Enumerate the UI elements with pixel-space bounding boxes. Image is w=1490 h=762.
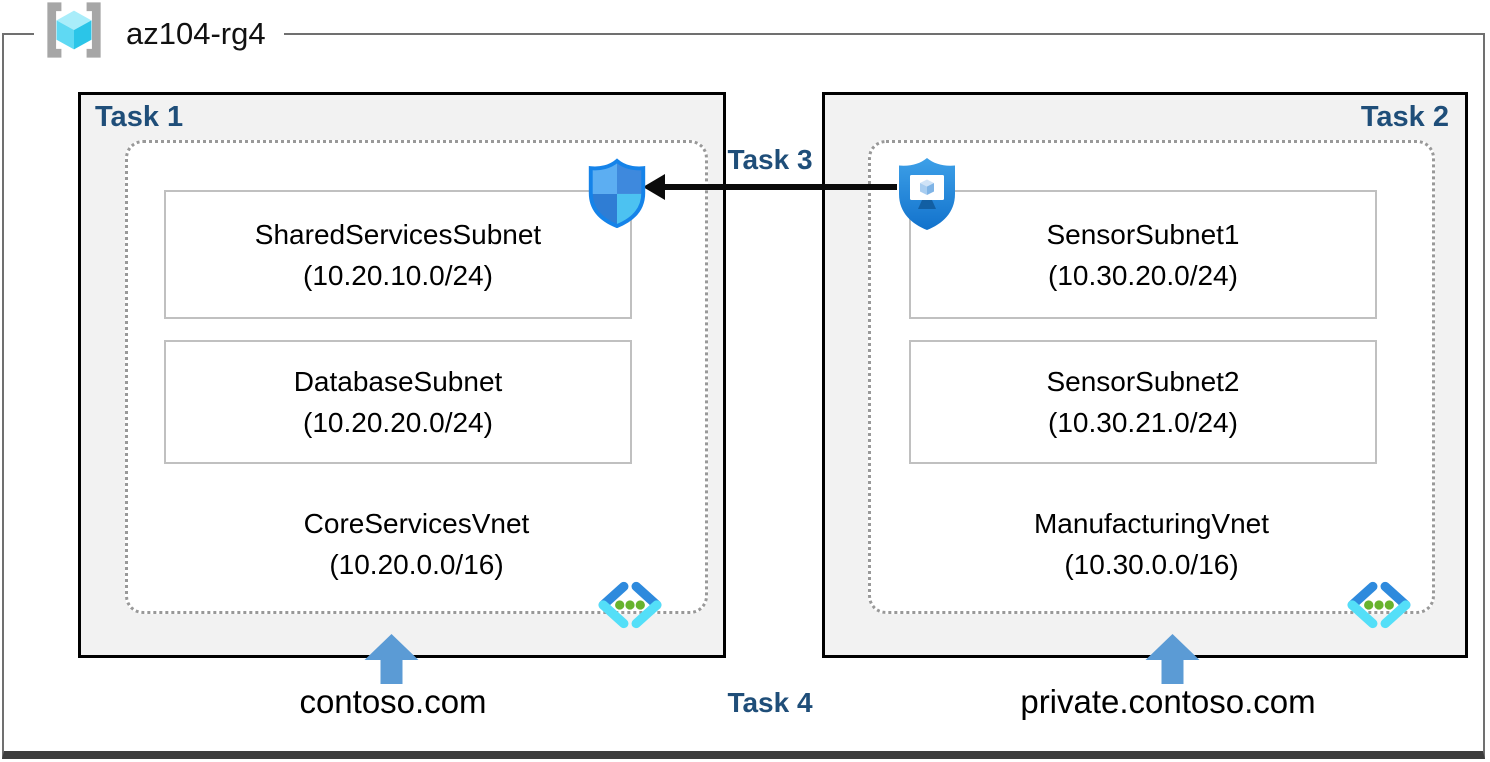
- virtual-network-icon: [595, 579, 665, 636]
- resource-group-frame: [2, 33, 1485, 759]
- subnet-name: DatabaseSubnet: [293, 366, 503, 397]
- vnet1-label: CoreServicesVnet (10.20.0.0/16): [128, 503, 705, 585]
- vnet2-name: ManufacturingVnet: [1033, 508, 1270, 539]
- resource-group-cube-icon: [40, 0, 108, 69]
- dns-up-arrow-left: [363, 634, 420, 689]
- task4-label: Task 4: [727, 687, 813, 718]
- subnet-cidr: (10.30.20.0/24): [1048, 259, 1238, 291]
- peering-arrow-line: [663, 184, 897, 190]
- dns-zone-contoso: contoso.com: [299, 683, 487, 720]
- subnet-cidr: (10.30.21.0/24): [1048, 407, 1238, 438]
- peering-arrow-head: [643, 174, 665, 200]
- task3-label: Task 3: [727, 144, 813, 175]
- subnet-cidr: (10.20.20.0/24): [303, 407, 493, 438]
- dns-up-arrow-right: [1144, 634, 1201, 689]
- vnet1-container: SharedServicesSubnet (10.20.10.0/24) Dat…: [125, 140, 708, 629]
- task2-title: Task 2: [1360, 101, 1449, 133]
- subnet-name: SensorSubnet1: [1046, 218, 1240, 250]
- virtual-network-icon: [1344, 579, 1414, 636]
- resource-group-header: az104-rg4: [34, 0, 284, 68]
- vnet2-label: ManufacturingVnet (10.30.0.0/16): [871, 503, 1432, 585]
- vnet1-cidr: (10.20.0.0/16): [329, 549, 504, 580]
- task1-title: Task 1: [95, 101, 184, 133]
- dns-zone-private-contoso: private.contoso.com: [1020, 683, 1316, 720]
- resource-group-name: az104-rg4: [126, 16, 266, 51]
- subnet-box-sensor2: SensorSubnet2 (10.30.21.0/24): [909, 340, 1377, 464]
- subnet-name: SharedServicesSubnet: [254, 218, 542, 250]
- subnet-box-database: DatabaseSubnet (10.20.20.0/24): [164, 340, 632, 464]
- security-shield-icon: [583, 158, 651, 233]
- vnet2-container: SensorSubnet1 (10.30.20.0/24) SensorSubn…: [868, 140, 1435, 629]
- vnet2-cidr: (10.30.0.0/16): [1064, 549, 1239, 580]
- subnet-cidr: (10.20.10.0/24): [303, 259, 493, 291]
- bastion-shield-monitor-icon: [894, 156, 960, 237]
- subnet-box-sensor1: SensorSubnet1 (10.30.20.0/24): [909, 190, 1377, 319]
- subnet-box-sharedservices: SharedServicesSubnet (10.20.10.0/24): [164, 190, 632, 319]
- vnet1-name: CoreServicesVnet: [303, 508, 530, 539]
- subnet-name: SensorSubnet2: [1046, 366, 1240, 397]
